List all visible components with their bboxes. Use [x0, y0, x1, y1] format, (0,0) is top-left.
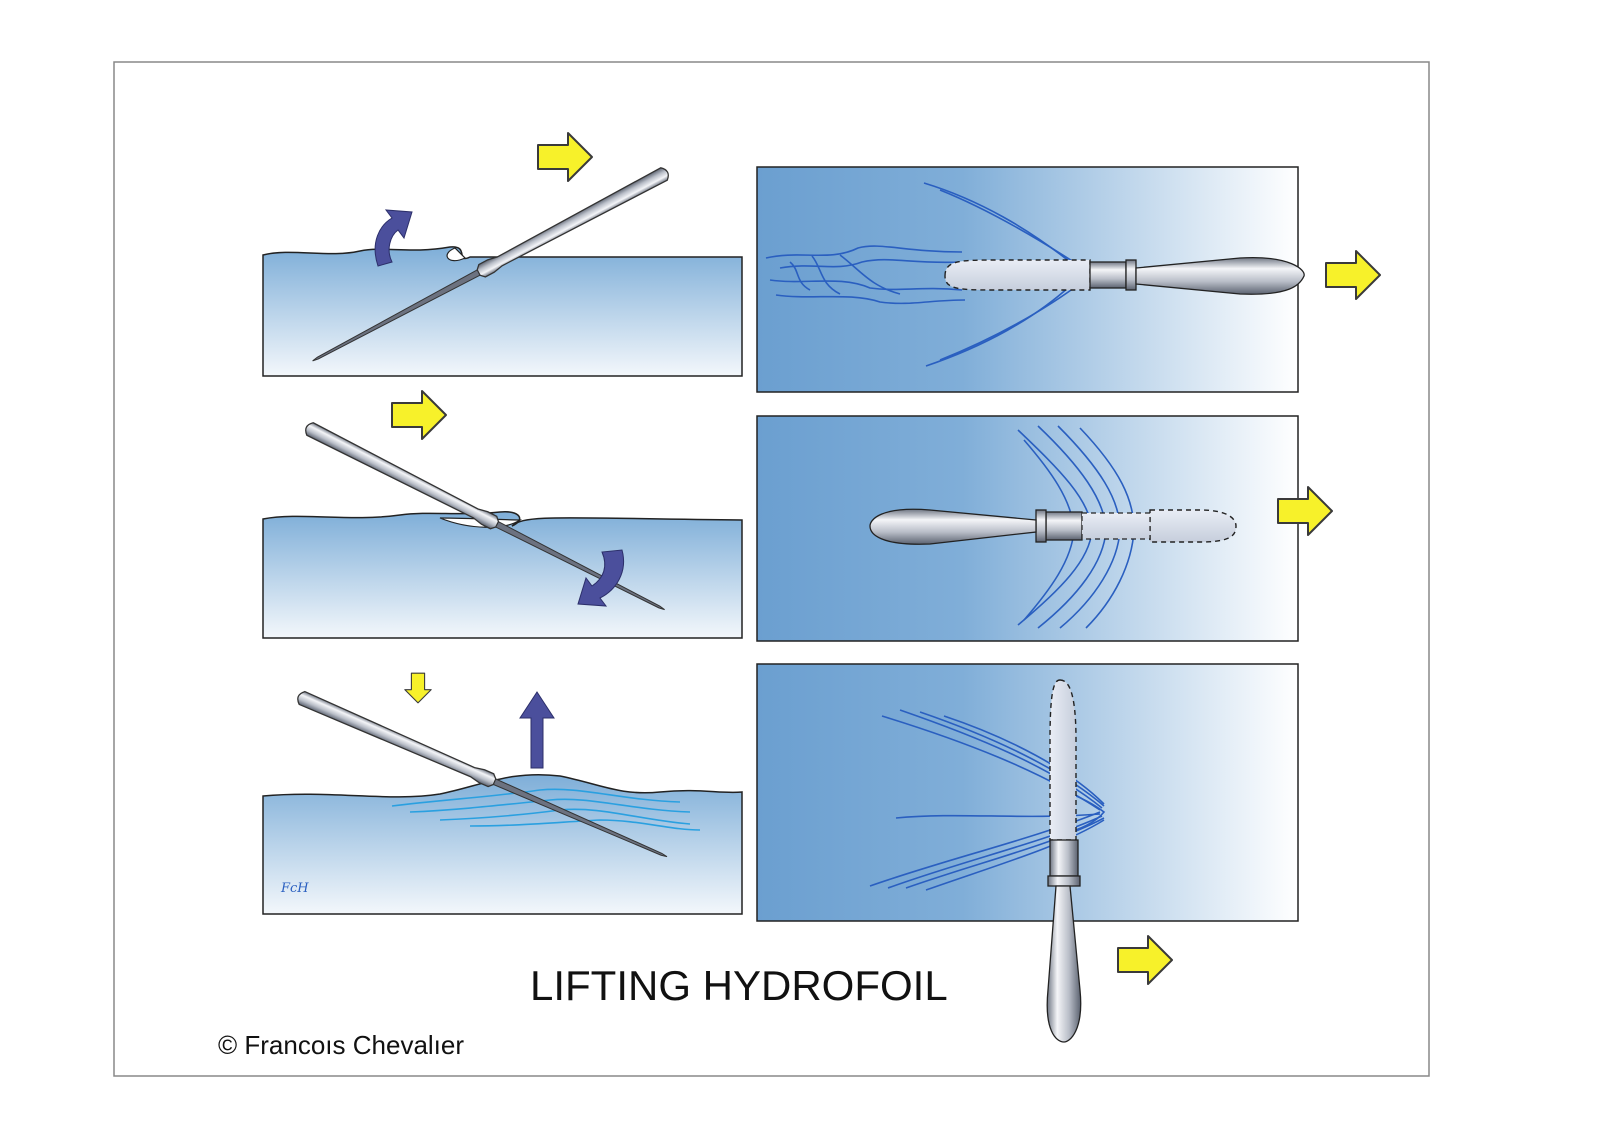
knife-top-3 [1046, 679, 1082, 1043]
lift-arrow-up [519, 691, 555, 769]
artist-signature: FcH [280, 881, 309, 896]
panel-side-3: FcH [262, 672, 743, 915]
diagram-title: LIFTING HYDROFOIL [530, 962, 948, 1009]
panel-side-1 [262, 132, 743, 377]
lift-arrow-down [577, 549, 624, 607]
wake-cavity [446, 247, 467, 262]
motion-arrow [391, 390, 447, 440]
water-top [756, 663, 1299, 922]
water-surface [262, 511, 743, 639]
flow-lines [765, 182, 1083, 367]
outer-frame [113, 61, 1430, 1077]
motion-arrow [537, 132, 593, 182]
knife-top-1 [944, 256, 1305, 295]
motion-arrow [1117, 935, 1173, 985]
panel-top-3 [756, 663, 1299, 1043]
flow-lines [391, 788, 701, 831]
lift-arrow-up [374, 209, 413, 267]
motion-arrow [1325, 250, 1381, 300]
panel-side-2 [262, 390, 743, 639]
water-surface [262, 773, 743, 915]
copyright-notice: © Francoıs Chevalıer [218, 1030, 464, 1060]
motion-arrow-down [404, 672, 432, 704]
knife-top-2 [869, 508, 1237, 545]
panel-top-1 [756, 166, 1381, 393]
panel-top-2 [756, 415, 1333, 642]
